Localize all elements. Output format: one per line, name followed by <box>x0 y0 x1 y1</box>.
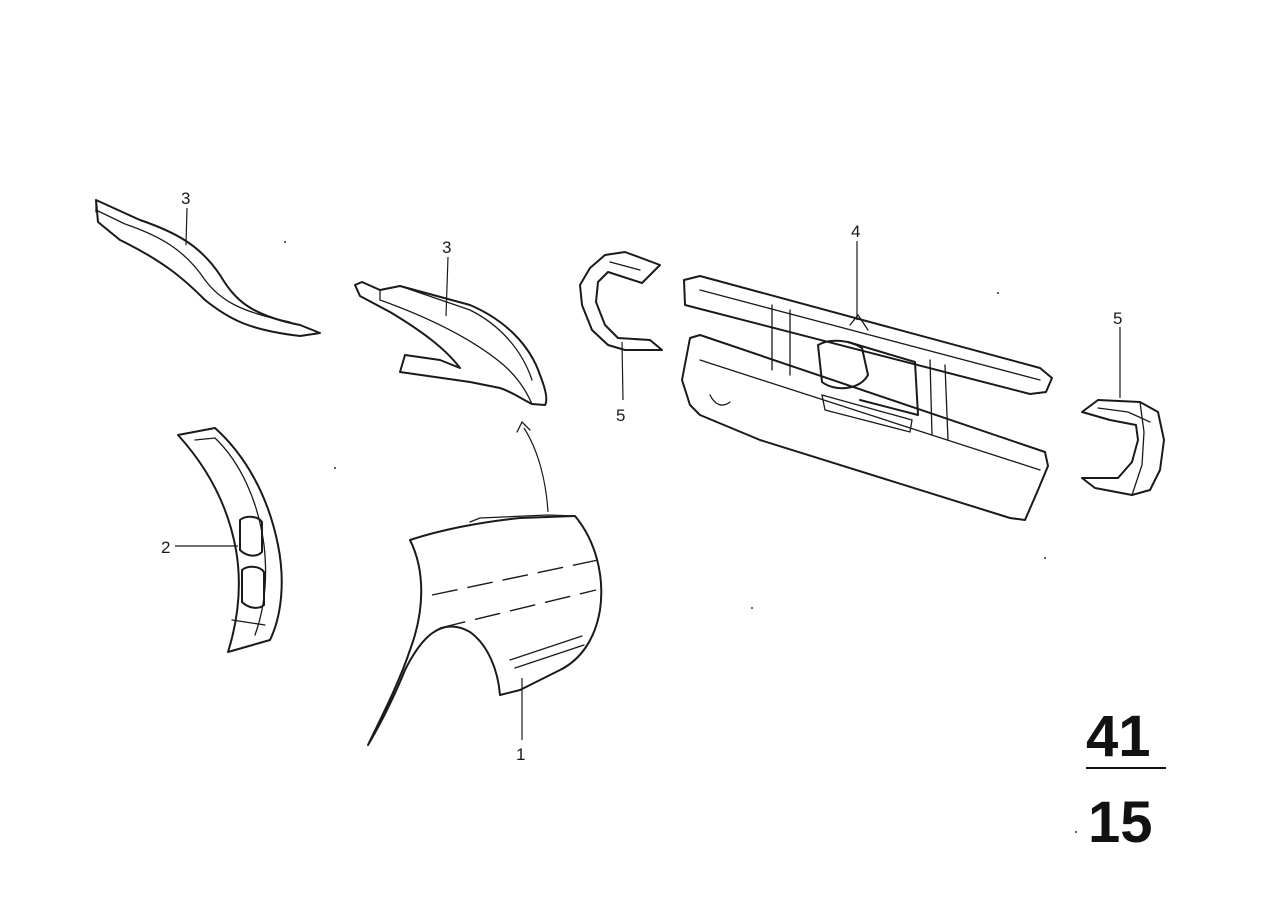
page-number: 41 15 <box>1086 704 1166 855</box>
callout-5-left: 5 <box>616 406 625 425</box>
part-1-side-panel[interactable] <box>367 514 603 746</box>
page-sheet-number: 15 <box>1088 790 1153 855</box>
callout-4: 4 <box>851 222 860 241</box>
part-4-rear-panel[interactable] <box>681 275 1053 521</box>
page-group-number: 41 <box>1086 704 1151 769</box>
leader-lines <box>175 207 1121 740</box>
scan-specks <box>284 241 1077 833</box>
callout-5-right: 5 <box>1113 309 1122 328</box>
part-5-right-bracket[interactable] <box>1081 399 1165 496</box>
callout-3-left: 3 <box>181 189 190 208</box>
part-3-middle-pillar[interactable] <box>354 281 548 406</box>
callout-2: 2 <box>161 538 170 557</box>
assembly-arrow <box>516 420 549 513</box>
callout-3-middle: 3 <box>442 238 451 257</box>
part-3-left-rail[interactable] <box>95 199 321 337</box>
part-5-left-bracket[interactable] <box>579 251 663 351</box>
callout-1: 1 <box>516 745 525 764</box>
part-2-wheel-housing[interactable] <box>177 427 283 653</box>
